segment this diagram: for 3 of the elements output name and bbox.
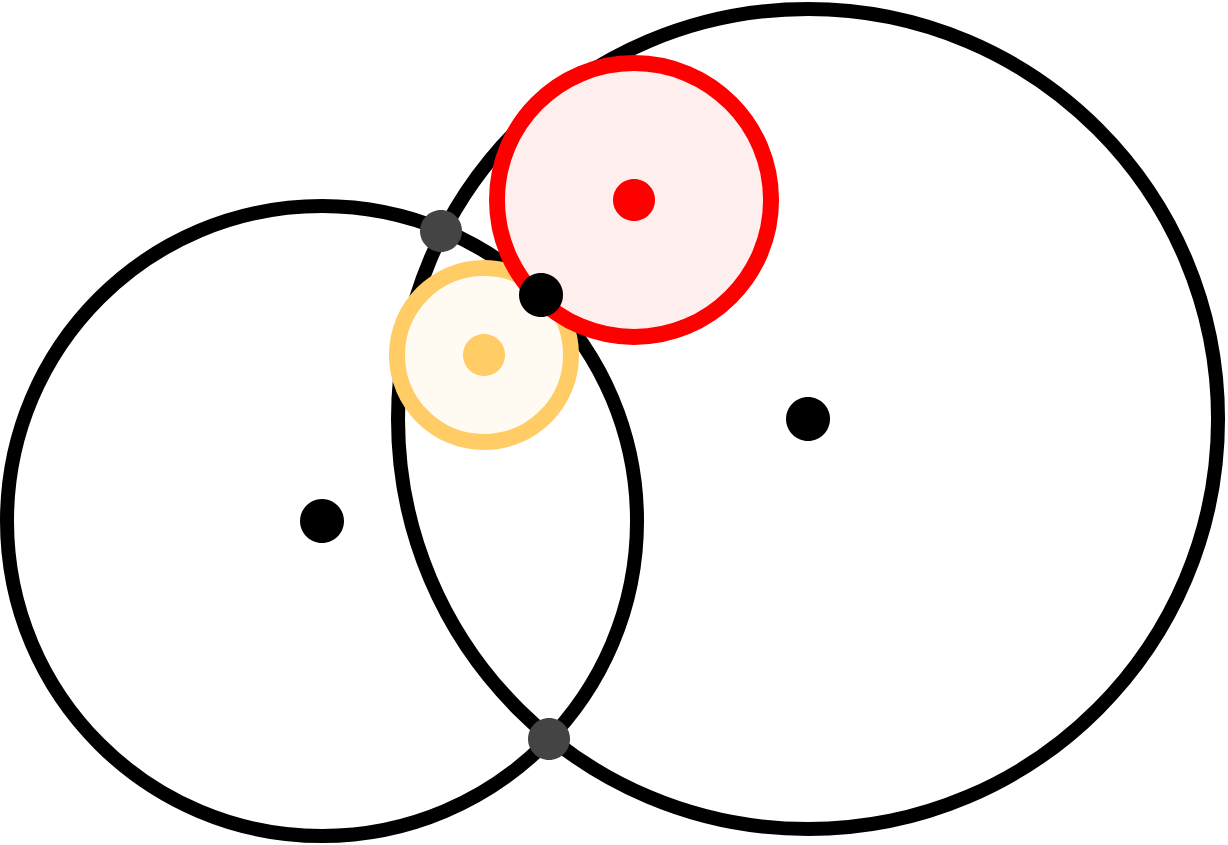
circle xyxy=(391,2,1226,836)
circle xyxy=(0,199,644,843)
circle xyxy=(489,55,779,345)
